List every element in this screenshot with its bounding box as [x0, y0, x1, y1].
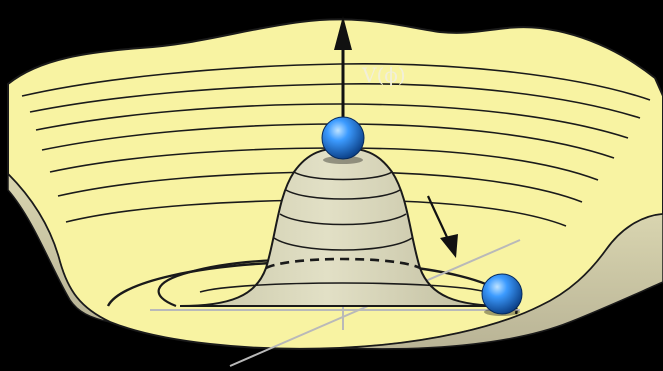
- potential-axis-label: V(ϕ): [361, 63, 406, 87]
- top-ball: [322, 117, 364, 159]
- bottom-ball: [482, 274, 522, 314]
- sphere-icon: [482, 274, 522, 316]
